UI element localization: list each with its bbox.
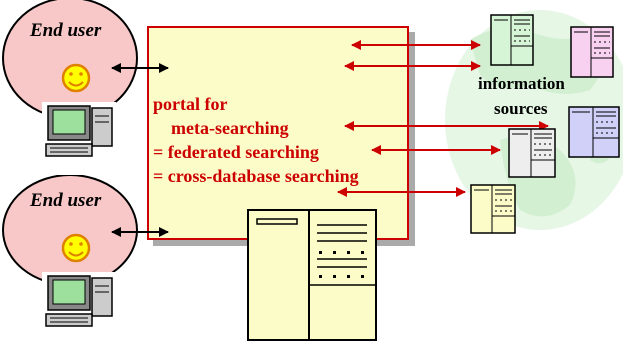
portal-description: portal for meta-searching = federated se… xyxy=(153,92,359,188)
portal-server-icon xyxy=(247,209,377,341)
computer-icon-2 xyxy=(42,272,116,330)
information-source-server-5 xyxy=(470,184,516,234)
information-source-server-1 xyxy=(490,14,534,66)
information-source-server-4 xyxy=(508,128,556,178)
end-user-label-1: End user xyxy=(30,20,102,41)
end-user-label-2: End user xyxy=(30,190,102,211)
portal-line-1: portal for xyxy=(153,94,228,114)
information-sources-label-line-1: information xyxy=(478,74,565,93)
portal-line-2: meta-searching xyxy=(171,118,289,138)
end-user-bubble-1[interactable] xyxy=(0,0,140,140)
portal-line-3: = federated searching xyxy=(153,142,319,162)
information-source-server-3 xyxy=(568,106,620,158)
computer-icon-1 xyxy=(42,102,116,160)
information-sources-label-line-2: sources xyxy=(494,99,548,118)
information-source-server-2 xyxy=(570,26,614,78)
portal-line-4: = cross-database searching xyxy=(153,166,359,186)
